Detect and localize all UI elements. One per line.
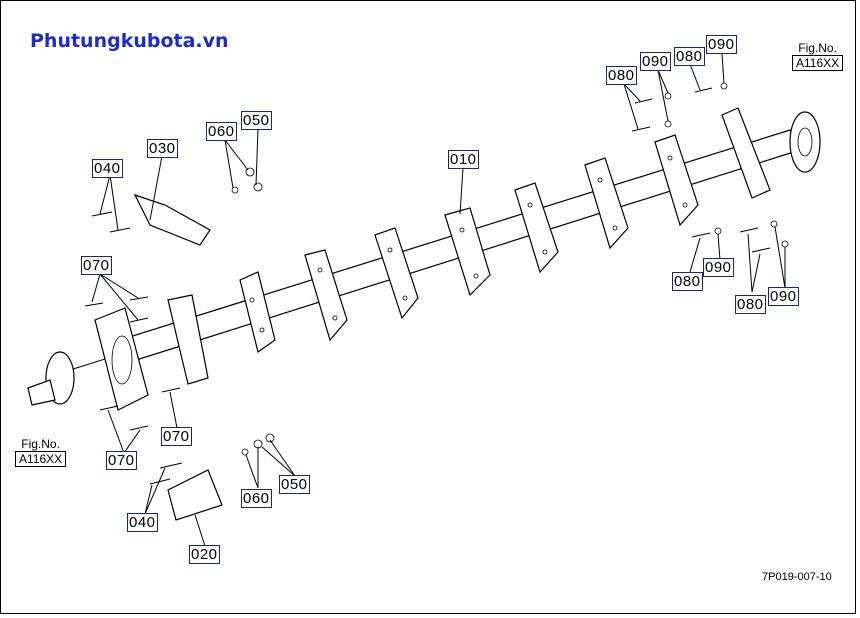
- watermark: Phutungkubota.vn: [30, 30, 229, 52]
- leader-lines: [91, 53, 786, 547]
- bolt-group-040-lower: [149, 462, 183, 485]
- callout-090-top-left[interactable]: 090: [640, 52, 671, 71]
- callout-070-upper[interactable]: 070: [81, 256, 112, 275]
- figure-reference-left: Fig.No. A116XX: [15, 437, 67, 467]
- hanger-left: [167, 294, 209, 385]
- left-hub: [27, 351, 75, 406]
- flange-7: [654, 134, 699, 227]
- nut-group-050-060-upper: [231, 167, 263, 194]
- callout-070-middle[interactable]: 070: [161, 427, 192, 446]
- right-hub: [789, 111, 821, 173]
- callout-080-bottom-left[interactable]: 080: [672, 272, 703, 291]
- callout-090-bottom-left[interactable]: 090: [703, 258, 734, 277]
- bolt-group-040-upper: [91, 211, 131, 233]
- plate-020: [167, 469, 223, 521]
- right-end-plate: [721, 107, 771, 199]
- callout-060-lower[interactable]: 060: [241, 489, 272, 508]
- bolt-group-070-upper: [84, 296, 149, 323]
- callout-040-lower[interactable]: 040: [127, 513, 158, 532]
- callout-080-top-right[interactable]: 080: [674, 47, 705, 66]
- bolt-group-080-090-lower-right: [691, 220, 789, 253]
- bolt-group-080-090-upper-right: [631, 82, 728, 132]
- figure-reference-right: Fig.No. A116XX: [792, 41, 844, 71]
- flange-6: [584, 157, 629, 250]
- flange-5: [514, 182, 559, 274]
- flange-3: [374, 227, 419, 320]
- diagram-code: 7P019-007-10: [762, 571, 832, 583]
- figure-reference-label: Fig.No.: [798, 41, 837, 55]
- figure-reference-label: Fig.No.: [21, 437, 60, 451]
- callout-020[interactable]: 020: [189, 545, 220, 564]
- flange-2: [304, 249, 348, 342]
- flange-1: [239, 271, 276, 353]
- callout-090-top-right[interactable]: 090: [706, 35, 737, 54]
- plate-030: [133, 193, 211, 246]
- callout-010[interactable]: 010: [448, 150, 479, 169]
- flange-4: [444, 207, 491, 297]
- left-end-plate: [94, 307, 149, 411]
- callout-030[interactable]: 030: [147, 139, 178, 158]
- callout-080-top-left[interactable]: 080: [606, 66, 637, 85]
- callout-040-upper[interactable]: 040: [92, 159, 123, 178]
- callout-050-upper[interactable]: 050: [241, 111, 272, 130]
- callout-050-lower[interactable]: 050: [279, 475, 310, 494]
- figure-reference-code[interactable]: A116XX: [792, 55, 844, 71]
- figure-reference-code[interactable]: A116XX: [15, 451, 67, 467]
- callout-080-bottom-right[interactable]: 080: [735, 295, 766, 314]
- bolt-group-070-lower: [99, 387, 181, 431]
- nut-group-050-060-lower: [241, 433, 275, 456]
- callout-090-bottom-right[interactable]: 090: [768, 287, 799, 306]
- callout-070-lower[interactable]: 070: [106, 451, 137, 470]
- callout-060-upper[interactable]: 060: [206, 122, 237, 141]
